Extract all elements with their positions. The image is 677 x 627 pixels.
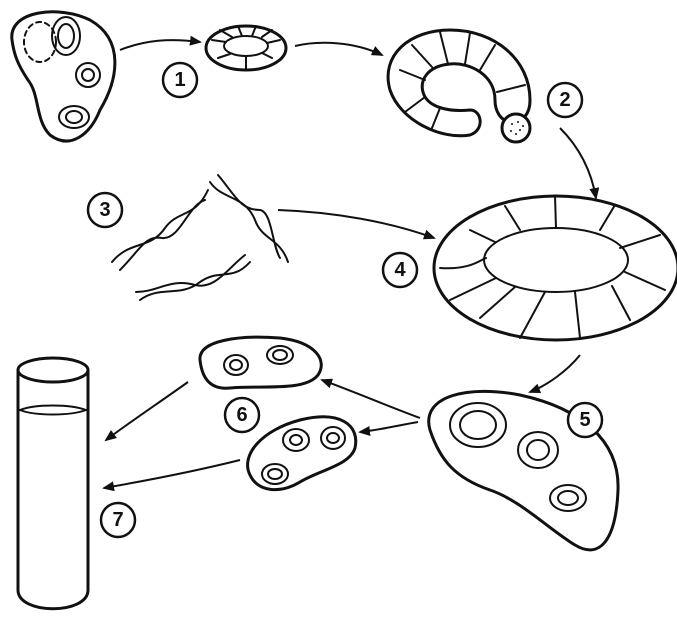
step-label-5: 5 bbox=[568, 403, 602, 437]
step-label-4: 4 bbox=[383, 253, 417, 287]
dna-fragments bbox=[112, 175, 288, 300]
step-number-4: 4 bbox=[394, 259, 406, 281]
step-number-5: 5 bbox=[579, 409, 590, 431]
daughter-cell-top bbox=[200, 337, 321, 388]
test-tube bbox=[18, 358, 88, 609]
step-number-6: 6 bbox=[236, 404, 247, 426]
step-label-7: 7 bbox=[101, 503, 135, 537]
daughter-cell-bottom bbox=[248, 417, 356, 490]
step-label-3: 3 bbox=[88, 193, 122, 227]
source-bacterium bbox=[12, 12, 115, 141]
isolated-plasmid bbox=[206, 26, 286, 70]
step-label-1: 1 bbox=[163, 63, 197, 97]
step-label-2: 2 bbox=[548, 83, 582, 117]
opened-plasmid bbox=[388, 30, 530, 142]
step-number-2: 2 bbox=[559, 89, 570, 111]
step-number-1: 1 bbox=[174, 69, 185, 91]
recombinant-plasmid bbox=[434, 196, 677, 340]
step-number-7: 7 bbox=[112, 509, 123, 531]
step-label-6: 6 bbox=[225, 398, 259, 432]
step-number-3: 3 bbox=[99, 199, 110, 221]
